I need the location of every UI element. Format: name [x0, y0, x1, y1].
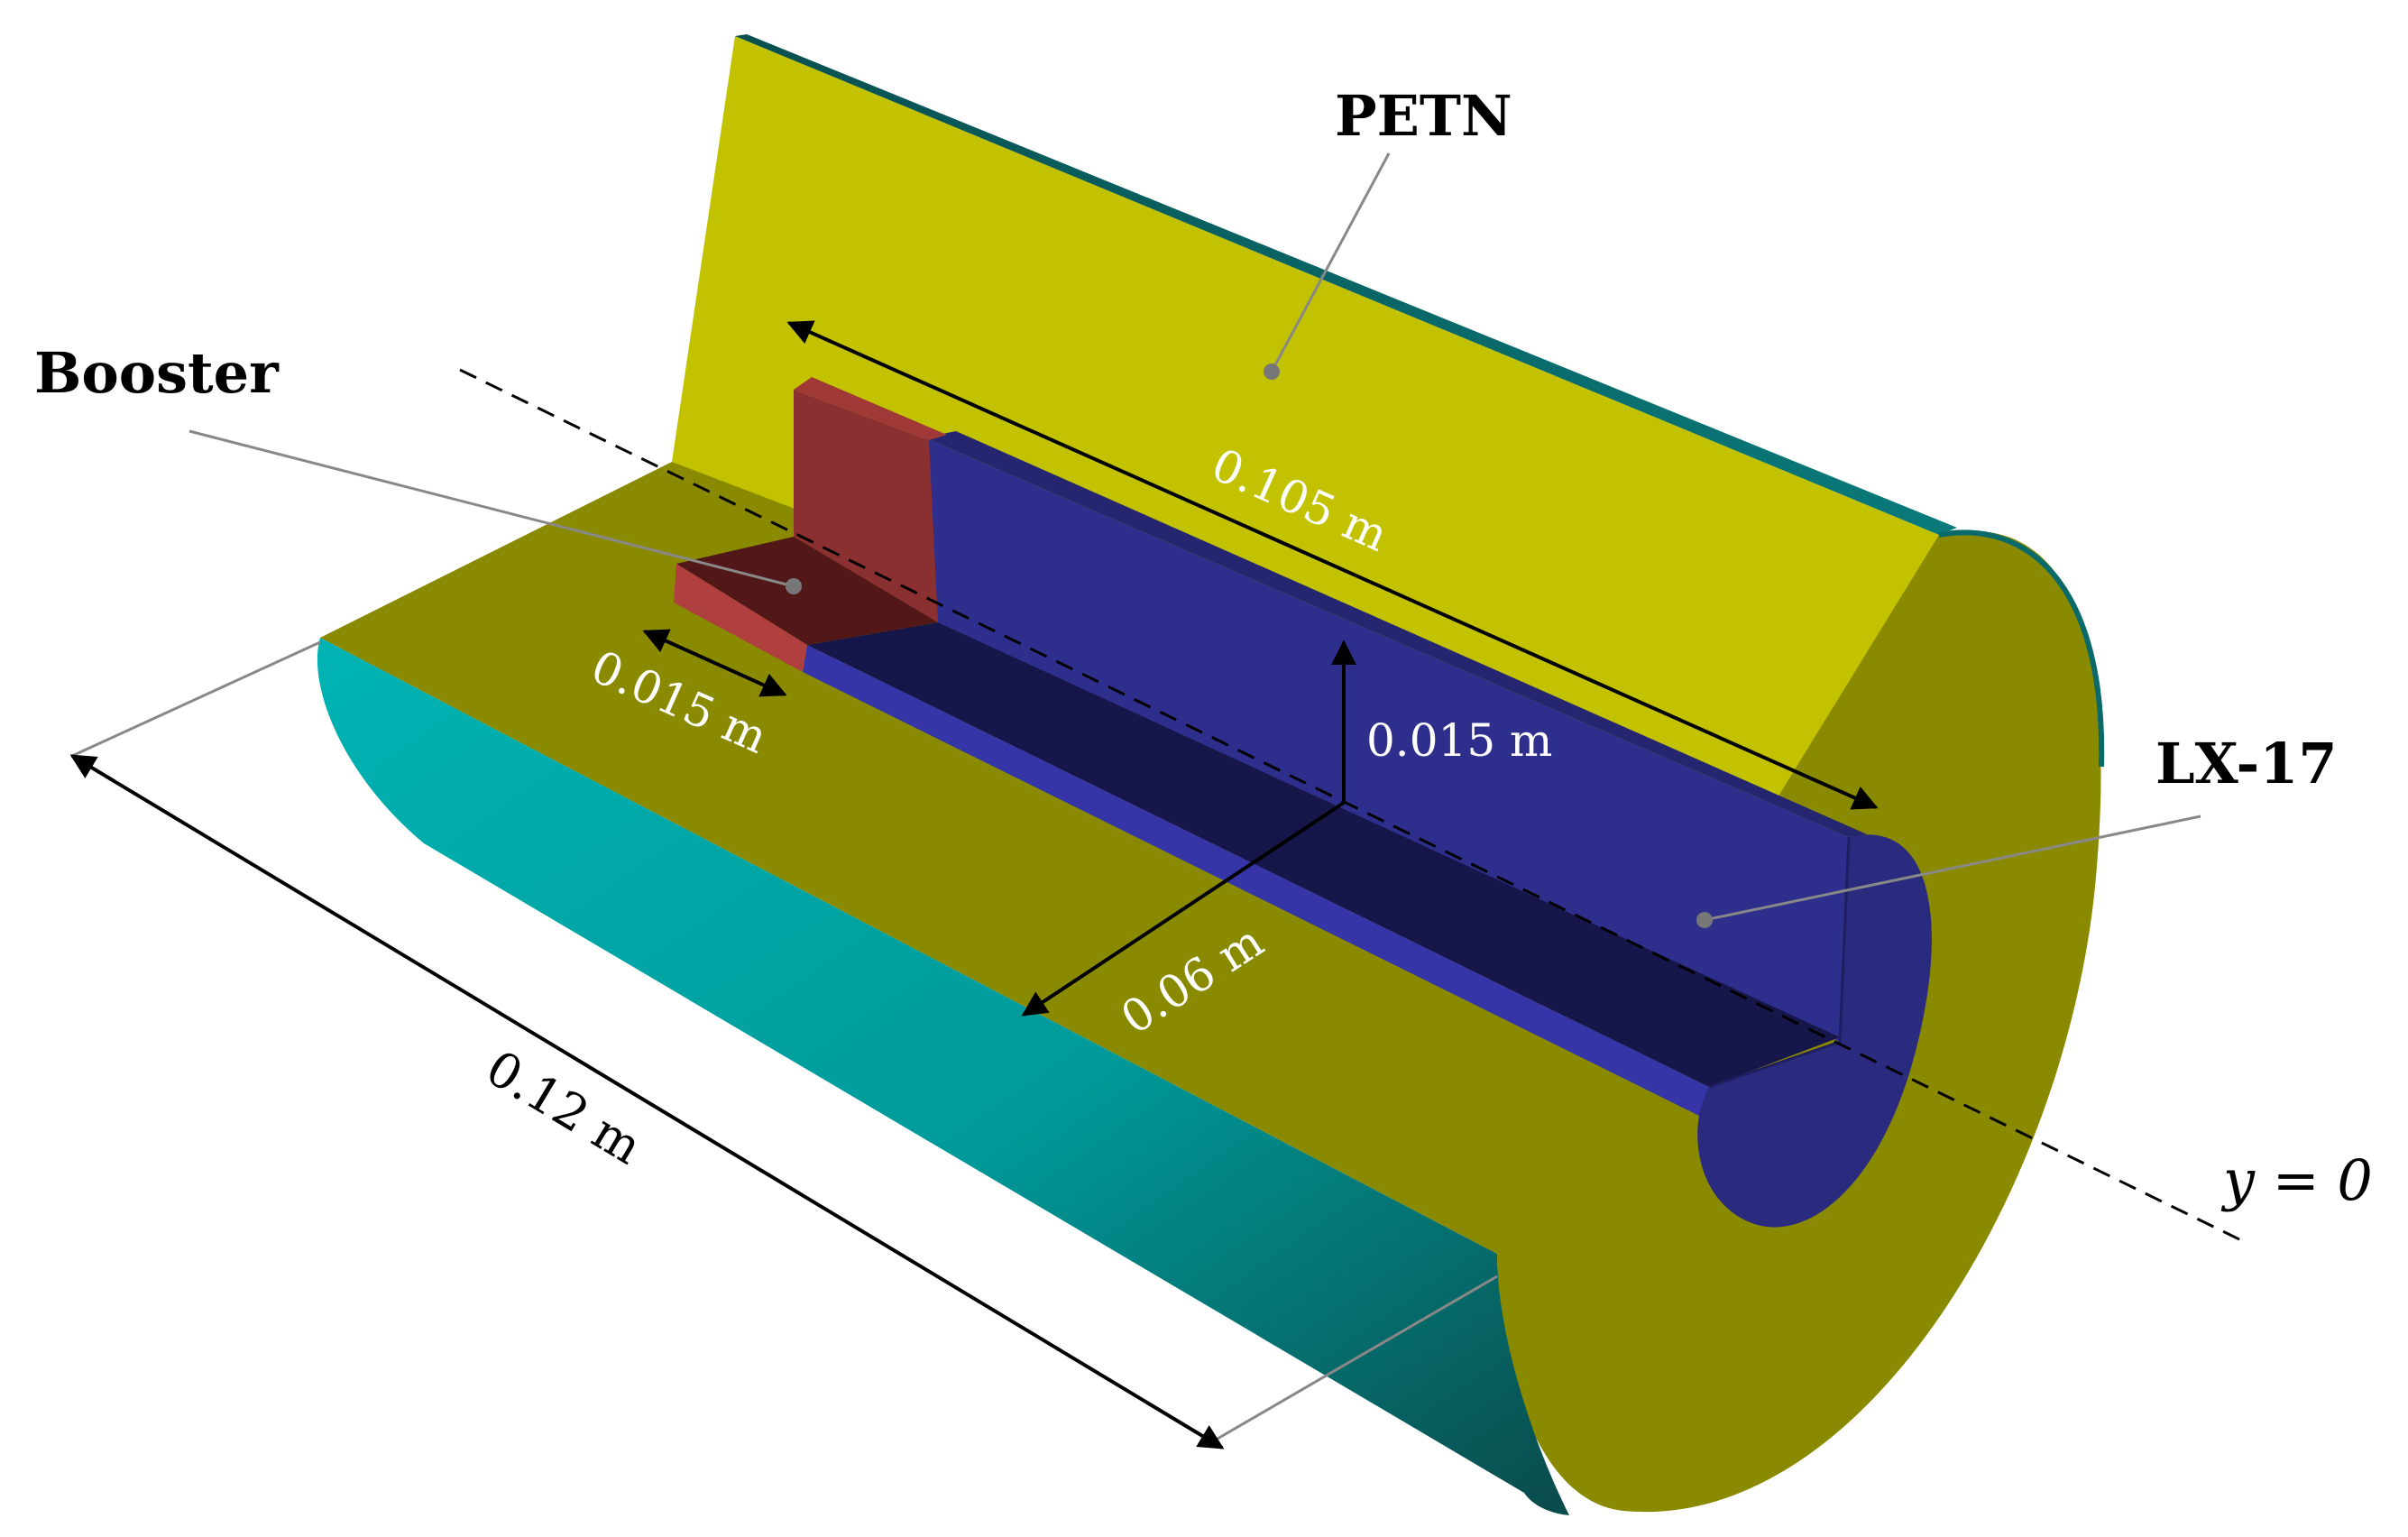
dimension-arrows [69, 320, 1879, 1450]
booster-label: Booster [34, 340, 280, 406]
dim-length-total: 0.12 m [476, 1039, 651, 1175]
leader-lines [71, 152, 2201, 1440]
dim-radius-lx17: 0.015 m [1366, 714, 1552, 767]
axis-label: y = 0 [2220, 1147, 2373, 1213]
lx17-label: LX-17 [2155, 731, 2338, 796]
petn-label: PETN [1335, 83, 1512, 149]
